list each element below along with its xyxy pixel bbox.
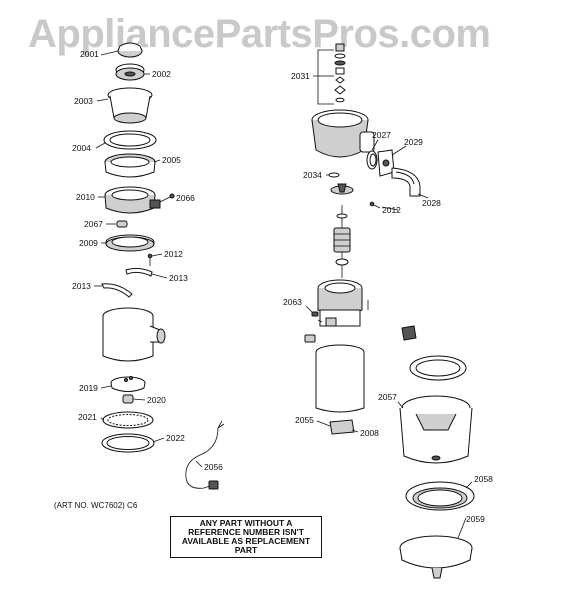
- watermark: AppliancePartsPros.com: [28, 12, 491, 56]
- part-2012b-screw: [369, 201, 381, 209]
- callout-2066: 2066: [176, 193, 195, 203]
- notice-line-2: REFERENCE NUMBER ISN'T: [188, 527, 304, 537]
- part-2034-seal: [328, 172, 340, 178]
- callout-2008: 2008: [360, 428, 379, 438]
- part-2005-backup-ring: [104, 153, 156, 178]
- part-housing-gasket: [409, 355, 467, 381]
- callout-2005: 2005: [162, 155, 181, 165]
- part-2022-gasket: [101, 433, 155, 453]
- callout-2022: 2022: [166, 433, 185, 443]
- callout-2055: 2055: [295, 415, 314, 425]
- part-2031-hardware-stack: [334, 43, 346, 103]
- callout-2059: 2059: [466, 514, 485, 524]
- callout-2012-left: 2012: [164, 249, 183, 259]
- part-2003-sink-flange: [107, 87, 153, 124]
- callout-2034: 2034: [303, 170, 322, 180]
- part-2020-switch: [122, 394, 134, 404]
- part-2004-gasket: [103, 130, 157, 150]
- part-2013-clip-left: [101, 283, 133, 298]
- replacement-notice: ANY PART WITHOUT A REFERENCE NUMBER ISN'…: [170, 516, 322, 558]
- part-2010-mounting-ring: [104, 186, 161, 214]
- art-number: (ART NO. WC7602) C6: [54, 501, 138, 510]
- callout-2057: 2057: [378, 392, 397, 402]
- callout-2019: 2019: [79, 383, 98, 393]
- callout-2021: 2021: [78, 412, 97, 422]
- callout-2027: 2027: [372, 130, 391, 140]
- part-flywheel: [330, 183, 354, 195]
- part-2055-protector: [329, 419, 355, 435]
- part-rotor: [333, 205, 351, 278]
- part-hopper-body: [102, 307, 166, 362]
- part-2013-clip-right: [125, 267, 153, 277]
- callout-2058: 2058: [474, 474, 493, 484]
- callout-2009: 2009: [79, 238, 98, 248]
- part-2019-plate: [110, 376, 146, 392]
- part-2027-clamp: [366, 150, 378, 170]
- callout-2029: 2029: [404, 137, 423, 147]
- part-2059-bottom-shield: [399, 535, 473, 579]
- part-2057-sound-shell: [399, 395, 473, 464]
- notice-line-1: ANY PART WITHOUT A: [199, 518, 293, 528]
- notice-line-4: PART: [234, 545, 258, 555]
- callout-2001: 2001: [80, 49, 99, 59]
- part-2002-strainer: [115, 63, 145, 81]
- leader-lines: [94, 49, 473, 539]
- part-2056-power-cord: [185, 420, 225, 490]
- callout-2031: 2031: [291, 71, 310, 81]
- callout-2012-right: 2012: [382, 205, 401, 215]
- part-2028-elbow: [391, 167, 421, 197]
- callout-2063: 2063: [283, 297, 302, 307]
- part-2067-spring: [116, 220, 128, 228]
- callout-2010: 2010: [76, 192, 95, 202]
- part-2001-stopper: [117, 42, 143, 58]
- part-motor-stator: [317, 279, 363, 327]
- part-bracket: [401, 325, 417, 341]
- callout-2003: 2003: [74, 96, 93, 106]
- part-2058-base-ring: [405, 481, 475, 511]
- callout-2067: 2067: [84, 219, 103, 229]
- notice-line-3: AVAILABLE AS REPLACEMENT: [181, 536, 311, 546]
- callout-2004: 2004: [72, 143, 91, 153]
- part-2021-ring: [102, 411, 154, 429]
- callout-labels: 2001 2002 2003 2004 2005 2010 2066 2067 …: [72, 49, 493, 524]
- callout-2002: 2002: [152, 69, 171, 79]
- part-2066-screw: [159, 193, 175, 203]
- callout-2028: 2028: [422, 198, 441, 208]
- part-2012a-screw: [147, 253, 153, 266]
- part-2063-screw: [304, 311, 323, 343]
- callout-2013-left: 2013: [72, 281, 91, 291]
- part-stator-can: [315, 344, 365, 413]
- part-2009-ring: [105, 234, 155, 252]
- callout-2020: 2020: [147, 395, 166, 405]
- callout-2056: 2056: [204, 462, 223, 472]
- callout-2013-right: 2013: [169, 273, 188, 283]
- part-upper-housing: [311, 109, 375, 158]
